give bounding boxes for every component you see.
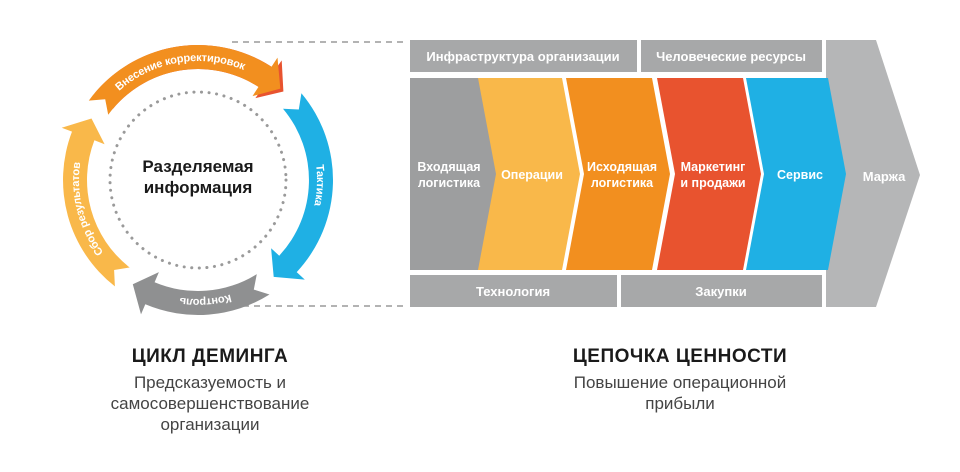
support-procurement-label: Закупки [695,284,746,299]
cycle-arc-3 [132,272,270,316]
primary-activity-chevron-4 [657,78,761,270]
primary-activity-label-1-2: логистика [418,176,481,190]
primary-activity-chevron-3 [566,78,670,270]
value-chain: Маржа Инфраструктура организации Человеч… [410,40,920,307]
value-chain-caption-line1: Повышение операционной [573,373,787,392]
primary-activity-label-5-1: Сервис [777,168,823,182]
primary-activity-label-1-1: Входящая [417,160,480,174]
inner-dotted-ring [108,90,288,270]
value-chain-caption-title: ЦЕПОЧКА ЦЕННОСТИ [572,346,788,367]
deming-cycle: ЦелиТактикаКонтрольСбор результатовВнесе… [61,45,333,316]
margin-label: Маржа [863,169,906,184]
margin-arrow [826,40,920,307]
cycle-arc-4 [61,118,130,287]
value-chain-caption-line2: прибыли [645,394,715,413]
support-technology-label: Технология [476,284,550,299]
support-infrastructure-label: Инфраструктура организации [426,49,619,64]
primary-activity-label-2-1: Операции [501,168,563,182]
support-hr-box [641,40,822,72]
cycle-arc-5 [88,45,281,115]
deming-caption-title: ЦИКЛ ДЕМИНГА [131,346,289,367]
deming-caption-line1: Предсказуемость и [133,373,287,392]
support-procurement-box [621,275,822,307]
primary-activity-chevron-5 [746,78,846,270]
support-hr-label: Человеческие ресурсы [656,49,806,64]
deming-caption: ЦИКЛ ДЕМИНГА Предсказуемость и самосовер… [60,346,360,435]
center-label-line1: Разделяемая [142,157,253,176]
primary-activity-label-4-1: Маркетинг [681,160,746,174]
deming-caption-line2: самосовершенствование [110,394,310,413]
cycle-arc-2 [271,93,333,280]
primary-activity-label-3-2: логистика [591,176,654,190]
cycle-arc-label-2: Тактика [311,164,326,208]
deming-caption-line3: организации [160,415,260,434]
primary-activity-chevron-2 [476,78,580,270]
primary-activities: Сервис Маркетинг и продажи Исходящая логисти… [410,78,846,270]
primary-activity-label-4-2: и продажи [680,176,745,190]
support-technology-box [410,275,617,307]
cycle-arc-label-text-2: Тактика [311,164,326,208]
support-infrastructure-box [410,40,637,72]
value-chain-caption: ЦЕПОЧКА ЦЕННОСТИ Повышение операционной … [530,346,830,414]
primary-activity-label-3-1: Исходящая [587,160,657,174]
primary-activity-chevron-1 [410,78,496,270]
center-label-line2: информация [144,178,253,197]
